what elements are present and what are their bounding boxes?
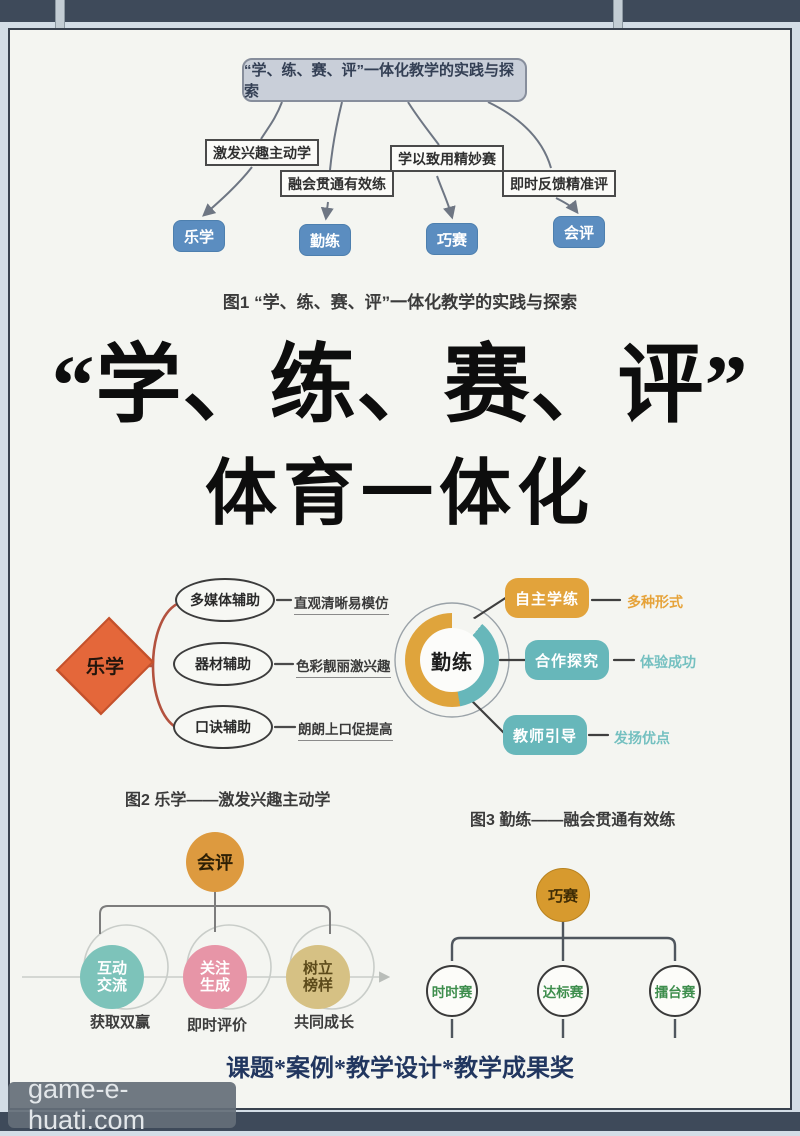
fig3-note-3: 发扬优点 xyxy=(614,730,670,746)
fig2-note-3: 朗朗上口促提高 xyxy=(298,718,393,741)
fig5-leaf-timed-race: 时时赛 xyxy=(426,965,478,1017)
fig5-root-circle: 巧赛 xyxy=(536,868,590,922)
fig4-note-2: 即时评价 xyxy=(186,1017,247,1034)
fig2-root-label: 乐学 xyxy=(85,657,124,678)
fig4-circle-generation: 关注生成 xyxy=(183,945,247,1009)
fig3-note-2: 体验成功 xyxy=(640,654,696,670)
fig3-node-cooperation: 合作探究 xyxy=(525,640,610,680)
main-title-line1: “学、练、赛、评” xyxy=(51,337,749,433)
fig4-root-circle: 会评 xyxy=(186,832,244,892)
fig1-node-qiaosai: 巧赛 xyxy=(426,223,478,255)
fig1-label-lexue: 激发兴趣主动学 xyxy=(205,139,319,166)
fig3-caption: 图3 勤练——融会贯通有效练 xyxy=(470,812,676,829)
fig2-note-2: 色彩靓丽激兴趣 xyxy=(296,655,391,678)
fig1-label-qinlian: 融会贯通有效练 xyxy=(280,170,394,197)
fig1-node-qinlian: 勤练 xyxy=(299,224,351,256)
fig1-root-box: “学、练、赛、评”一体化教学的实践与探索 xyxy=(242,58,527,102)
fig2-node-equipment: 器材辅助 xyxy=(173,642,273,686)
fig4-circle-role-model: 树立榜样 xyxy=(286,945,350,1009)
fig4-circle-interaction: 互动交流 xyxy=(80,945,144,1009)
top-bar-left-segment xyxy=(55,0,65,30)
top-bar-right-segment xyxy=(613,0,623,30)
fig5-leaf-standard-race: 达标赛 xyxy=(537,965,589,1017)
fig3-root-label: 勤练 xyxy=(420,628,484,692)
fig2-node-multimedia: 多媒体辅助 xyxy=(175,578,275,622)
fig2-note-1: 直观清晰易模仿 xyxy=(294,592,389,615)
fig4-note-1: 获取双赢 xyxy=(89,1014,150,1031)
fig4-circle-role-model-label: 树立榜样 xyxy=(302,959,333,994)
fig4-note-3: 共同成长 xyxy=(293,1014,354,1031)
fig2-node-mnemonic: 口诀辅助 xyxy=(173,705,273,749)
fig3-note-1: 多种形式 xyxy=(627,594,683,610)
fig3-node-self-practice: 自主学练 xyxy=(505,578,590,618)
fig1-label-huiping: 即时反馈精准评 xyxy=(502,170,616,197)
main-title-line2: 体育一体化 xyxy=(204,454,595,534)
watermark-badge: game-e-huati.com xyxy=(8,1074,236,1135)
fig3-node-teacher-guide: 教师引导 xyxy=(503,715,588,755)
fig1-node-lexue: 乐学 xyxy=(173,220,225,252)
fig1-label-qiaosai: 学以致用精妙赛 xyxy=(390,145,504,172)
watermark-text: game-e-huati.com xyxy=(28,1074,146,1135)
fig4-circle-generation-label: 关注生成 xyxy=(199,959,230,994)
fig1-node-huiping: 会评 xyxy=(553,216,605,248)
fig1-caption: 图1 “学、练、赛、评”一体化教学的实践与探索 xyxy=(222,293,578,312)
fig2-caption: 图2 乐学——激发兴趣主动学 xyxy=(125,792,331,809)
fig3-root-ring: 勤练 xyxy=(405,613,499,707)
fig5-leaf-arena-race: 擂台赛 xyxy=(649,965,701,1017)
top-frame-bar xyxy=(0,0,800,22)
footer-tagline: 课题*案例*教学设计*教学成果奖 xyxy=(226,1056,574,1082)
fig4-circle-interaction-label: 互动交流 xyxy=(96,959,127,994)
